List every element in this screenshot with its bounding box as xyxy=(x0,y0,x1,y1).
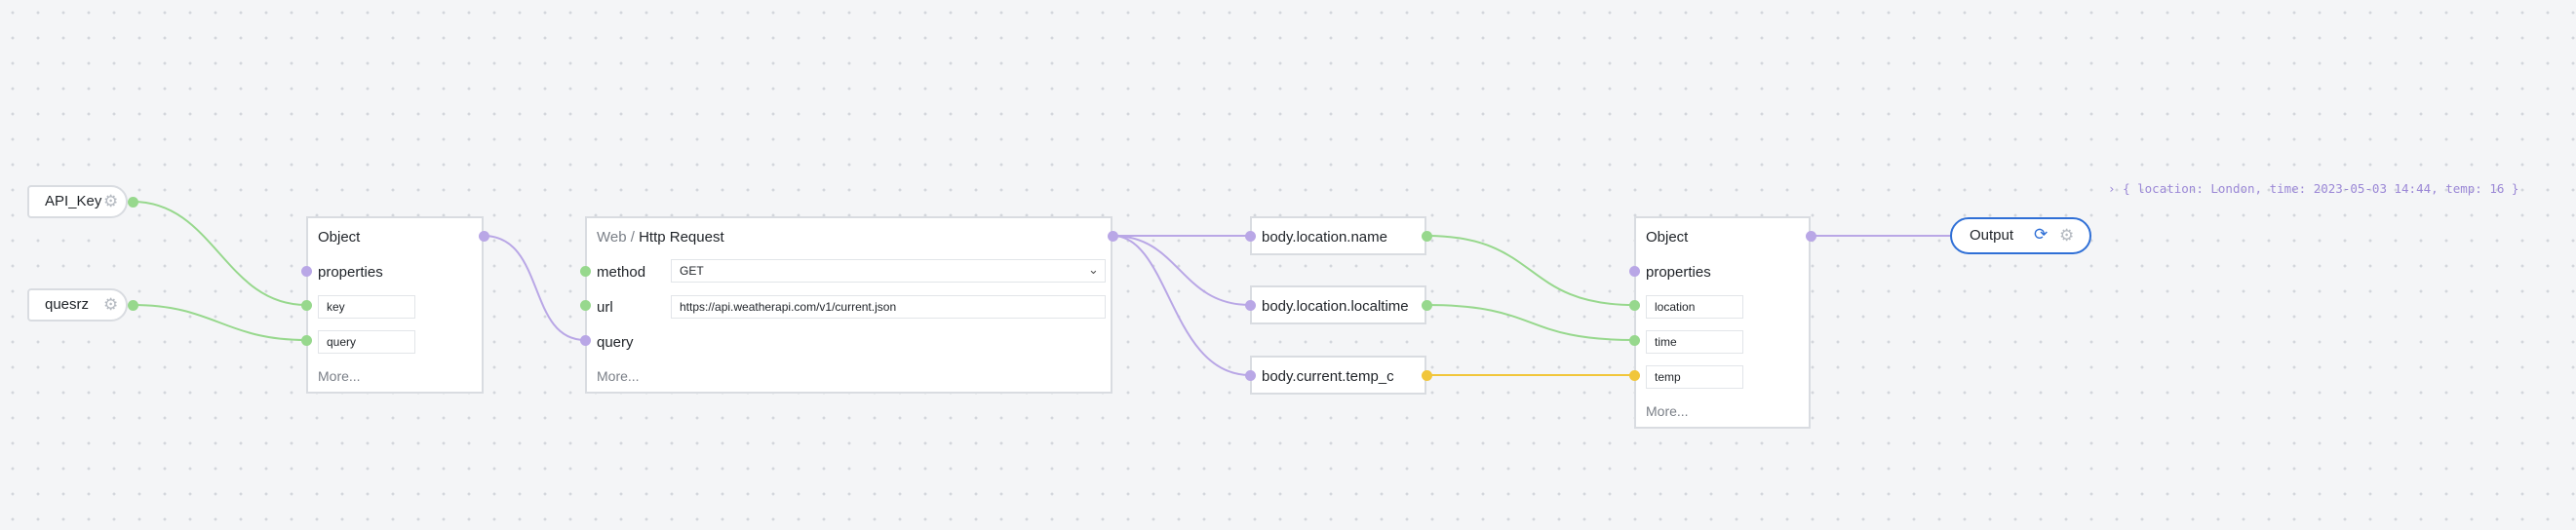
time-port[interactable] xyxy=(1629,335,1640,346)
path-output-port[interactable] xyxy=(1422,300,1432,311)
input-node-quesrz[interactable]: quesrz xyxy=(27,288,128,322)
input-node-api-key[interactable]: API_Key xyxy=(27,185,128,218)
query-label: query xyxy=(597,334,634,351)
object-output-port[interactable] xyxy=(1806,231,1816,242)
object-node-2[interactable]: Object properties location time temp Mor… xyxy=(1634,216,1811,429)
property-location-field[interactable]: location xyxy=(1646,295,1743,319)
path-input-port[interactable] xyxy=(1245,300,1256,311)
path-label: body.location.localtime xyxy=(1262,298,1409,315)
gear-icon[interactable]: ⚙ xyxy=(2059,226,2075,245)
path-label: body.current.temp_c xyxy=(1262,368,1394,385)
path-output-port[interactable] xyxy=(1422,231,1432,242)
wire-localtime-to-time xyxy=(1425,304,1635,341)
location-port[interactable] xyxy=(1629,300,1640,311)
method-label: method xyxy=(597,264,646,281)
path-node-localtime[interactable]: body.location.localtime xyxy=(1250,285,1426,324)
properties-label: properties xyxy=(1646,264,1711,281)
more-link[interactable]: More... xyxy=(318,368,361,384)
wire-http-to-temp xyxy=(1112,235,1251,376)
properties-port[interactable] xyxy=(301,266,312,277)
wire-api-key-to-key xyxy=(132,201,307,306)
expand-chevron-icon[interactable]: › xyxy=(2108,181,2116,196)
more-link[interactable]: More... xyxy=(597,368,640,384)
method-port[interactable] xyxy=(580,266,591,277)
wire-object-to-http-query xyxy=(483,235,586,341)
node-name: Http Request xyxy=(639,229,724,246)
output-node[interactable]: Output xyxy=(1950,217,2091,254)
path-input-port[interactable] xyxy=(1245,231,1256,242)
property-temp-field[interactable]: temp xyxy=(1646,365,1743,389)
path-input-port[interactable] xyxy=(1245,370,1256,381)
output-preview[interactable]: › { location: London, time: 2023-05-03 1… xyxy=(2108,181,2518,196)
wire-quesrz-to-query xyxy=(132,304,307,341)
chevron-down-icon[interactable]: ⌄ xyxy=(1088,262,1099,277)
http-request-node[interactable]: Web / Http Request method GET ⌄ url http… xyxy=(585,216,1112,394)
object-node-1[interactable]: Object properties key query More... xyxy=(306,216,484,394)
output-preview-text: { location: London, time: 2023-05-03 14:… xyxy=(2123,181,2519,196)
input-node-label: quesrz xyxy=(45,296,90,313)
http-output-port[interactable] xyxy=(1108,231,1118,242)
url-port[interactable] xyxy=(580,300,591,311)
url-label: url xyxy=(597,299,613,316)
gear-icon[interactable]: ⚙ xyxy=(103,295,119,314)
output-port[interactable] xyxy=(128,300,138,311)
query-port[interactable] xyxy=(580,335,591,346)
node-category: Web / xyxy=(597,229,635,246)
wire-http-to-localtime xyxy=(1112,235,1251,306)
property-key-field[interactable]: key xyxy=(318,295,415,319)
method-select[interactable]: GET xyxy=(671,259,1106,283)
node-title: Web / Http Request xyxy=(597,229,724,246)
more-link[interactable]: More... xyxy=(1646,403,1689,419)
path-node-location-name[interactable]: body.location.name xyxy=(1250,216,1426,255)
output-label: Output xyxy=(1970,227,2014,244)
object-output-port[interactable] xyxy=(479,231,489,242)
key-port[interactable] xyxy=(301,300,312,311)
temp-port[interactable] xyxy=(1629,370,1640,381)
node-title: Object xyxy=(1646,229,1689,246)
refresh-icon[interactable]: ⟳ xyxy=(2034,225,2049,244)
properties-port[interactable] xyxy=(1629,266,1640,277)
gear-icon[interactable]: ⚙ xyxy=(103,192,119,210)
node-title: Object xyxy=(318,229,361,246)
wire-name-to-location xyxy=(1425,235,1635,306)
query-port[interactable] xyxy=(301,335,312,346)
input-node-label: API_Key xyxy=(45,193,102,209)
url-input[interactable]: https://api.weatherapi.com/v1/current.js… xyxy=(671,295,1106,319)
property-time-field[interactable]: time xyxy=(1646,330,1743,354)
properties-label: properties xyxy=(318,264,383,281)
path-output-port[interactable] xyxy=(1422,370,1432,381)
path-label: body.location.name xyxy=(1262,229,1387,246)
property-query-field[interactable]: query xyxy=(318,330,415,354)
output-port[interactable] xyxy=(128,197,138,208)
path-node-temp-c[interactable]: body.current.temp_c xyxy=(1250,356,1426,395)
